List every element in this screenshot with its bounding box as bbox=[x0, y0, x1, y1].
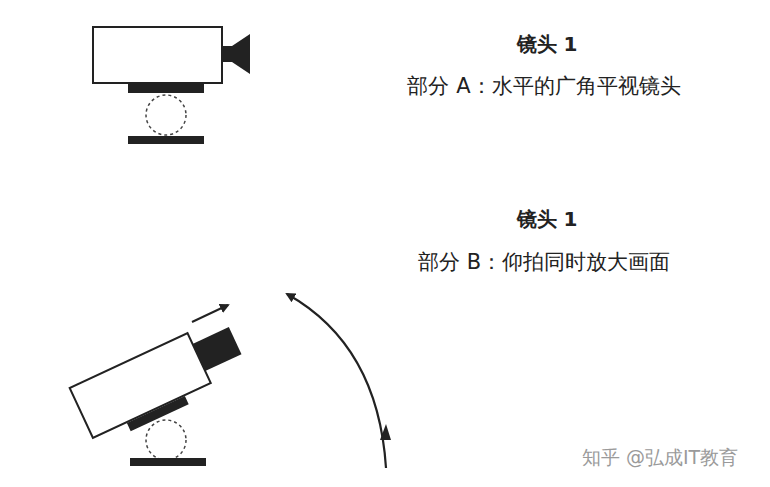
part-label: 部分 A：水平的广角平视镜头 bbox=[407, 74, 680, 99]
tilt-arrow bbox=[287, 294, 391, 468]
level-camera bbox=[93, 27, 250, 144]
shot-number: 镜头 1 bbox=[517, 32, 578, 56]
part-label: 部分 B：仰拍同时放大画面 bbox=[418, 250, 670, 275]
tilted-camera bbox=[70, 305, 252, 466]
shot-number: 镜头 1 bbox=[517, 207, 578, 231]
watermark: 知乎 @弘成IT教育 bbox=[582, 446, 738, 469]
